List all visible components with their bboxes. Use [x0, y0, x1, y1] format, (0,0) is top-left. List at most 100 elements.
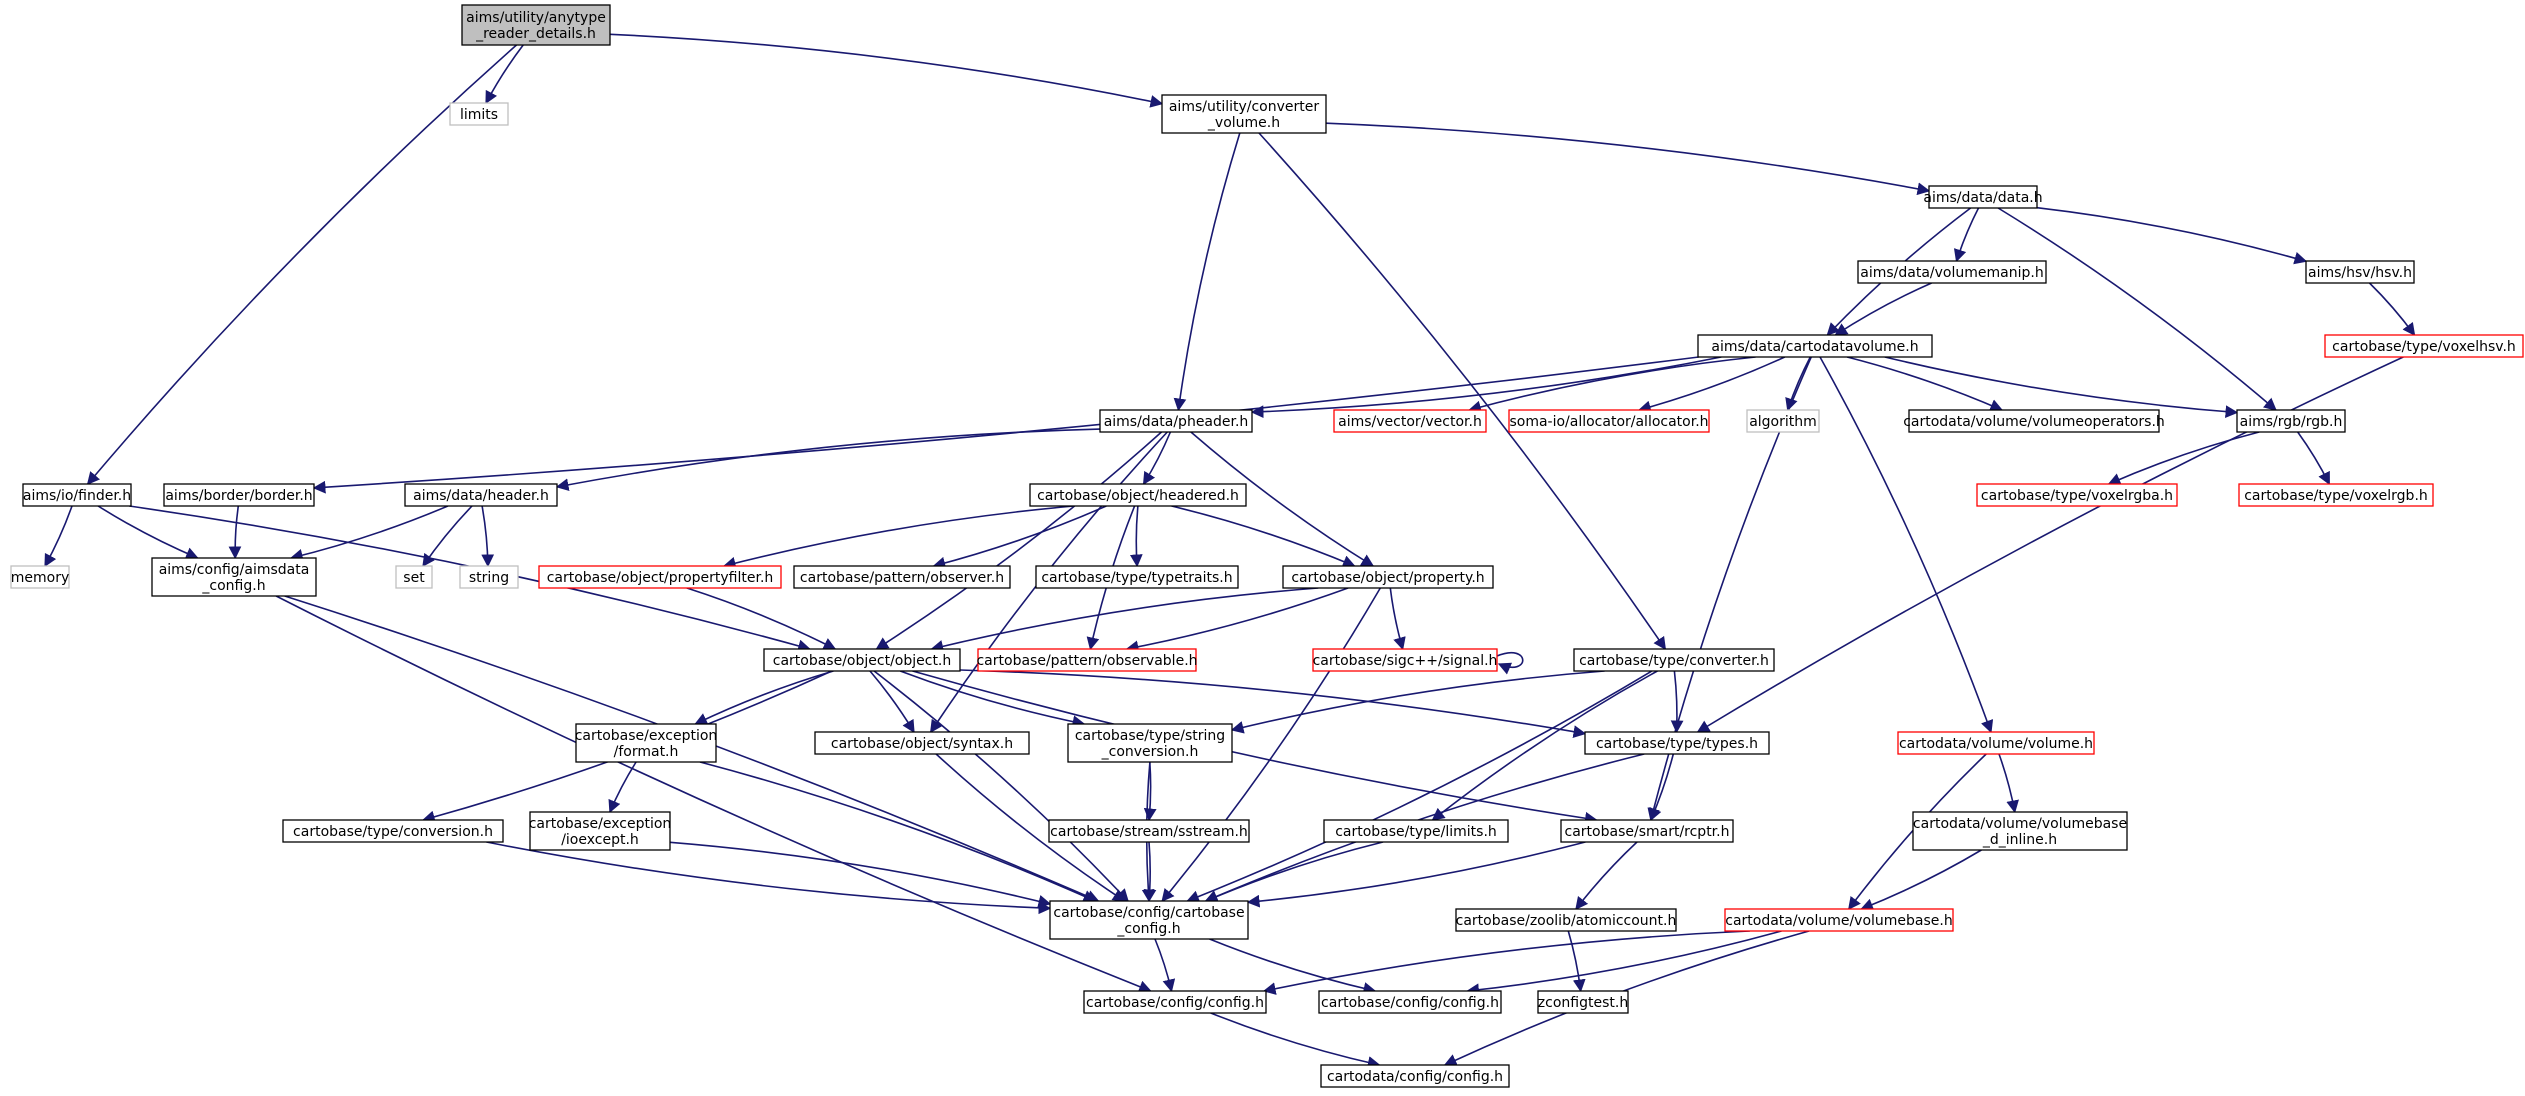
node-label-volbase_inline-line-1: _d_inline.h [1982, 832, 2057, 848]
node-box-tlimits [1323, 819, 1509, 843]
node-propfilter[interactable]: cartobase/object/propertyfilter.h [538, 565, 782, 589]
node-box-ioexcept [529, 811, 671, 851]
node-label-finder-line-0: aims/io/finder.h [23, 488, 131, 504]
node-pheader[interactable]: aims/data/pheader.h [1099, 409, 1253, 433]
node-box-headered [1029, 483, 1247, 507]
node-label-excformat-line-0: cartobase/exception [575, 728, 718, 744]
node-box-typetraits [1035, 565, 1239, 589]
node-cd_config[interactable]: cartodata/config/config.h [1320, 1064, 1510, 1088]
node-typetraits[interactable]: cartobase/type/typetraits.h [1035, 565, 1239, 589]
edge-volume-to-volbase_inline [1998, 753, 2019, 814]
edge-atomic-to-zconfig [1567, 930, 1586, 993]
node-property[interactable]: cartobase/object/property.h [1282, 565, 1494, 589]
edge-excformat-to-cb_config [699, 761, 1097, 903]
node-vector[interactable]: aims/vector/vector.h [1333, 409, 1487, 433]
node-syntax[interactable]: cartobase/object/syntax.h [814, 731, 1030, 755]
node-volbase_inline[interactable]: cartodata/volume/volumebase_d_inline.h [1912, 811, 2128, 851]
node-excformat[interactable]: cartobase/exception/format.h [575, 723, 718, 763]
node-signal[interactable]: cartobase/sigc++/signal.h [1312, 648, 1498, 672]
edge-rgb-to-voxelrgb [2297, 431, 2331, 486]
node-header[interactable]: aims/data/header.h [404, 483, 558, 507]
node-ioexcept[interactable]: cartobase/exception/ioexcept.h [529, 811, 672, 851]
edge-cdvol-to-rgb [1884, 356, 2239, 418]
node-types[interactable]: cartobase/type/types.h [1584, 731, 1770, 755]
node-voxelrgba[interactable]: cartobase/type/voxelrgba.h [1976, 483, 2178, 507]
edge-property-to-signal [1389, 587, 1406, 651]
node-cb_config[interactable]: cartobase/config/cartobase_config.h [1049, 900, 1249, 940]
node-set[interactable]: set [395, 565, 433, 589]
node-rcptr[interactable]: cartobase/smart/rcptr.h [1560, 819, 1734, 843]
node-label-config1-line-0: cartobase/config/config.h [1086, 995, 1264, 1011]
node-finder[interactable]: aims/io/finder.h [22, 483, 132, 507]
node-headered[interactable]: cartobase/object/headered.h [1029, 483, 1247, 507]
node-label-atomic-line-0: cartobase/zoolib/atomiccount.h [1456, 913, 1677, 929]
node-config1[interactable]: cartobase/config/config.h [1083, 990, 1267, 1014]
node-label-algorithm-line-0: algorithm [1749, 414, 1817, 430]
node-volbase[interactable]: cartodata/volume/volumebase.h [1724, 908, 1954, 932]
node-label-ioexcept-line-0: cartobase/exception [529, 816, 672, 832]
edge-volbase_inline-to-volbase [1860, 849, 1982, 911]
node-voxelhsv[interactable]: cartobase/type/voxelhsv.h [2324, 334, 2524, 358]
edge-border-to-aimsdata_cfg [228, 505, 242, 560]
node-observable[interactable]: cartobase/pattern/observable.h [976, 648, 1198, 672]
node-label-string-line-0: string [469, 570, 509, 586]
edge-rgb-to-voxelrgba [2107, 431, 2260, 486]
edge-pheader-to-property [1190, 431, 1375, 567]
node-label-root-line-1: _reader_details.h [475, 26, 596, 42]
node-box-rcptr [1560, 819, 1734, 843]
edge-object-to-strconv [899, 670, 1086, 728]
node-box-memory [10, 565, 70, 589]
node-label-propfilter-line-0: cartobase/object/propertyfilter.h [547, 570, 774, 586]
node-root[interactable]: aims/utility/anytype_reader_details.h [461, 4, 611, 46]
node-box-pheader [1099, 409, 1253, 433]
node-label-volbase-line-0: cartodata/volume/volumebase.h [1725, 913, 1952, 929]
node-object[interactable]: cartobase/object/object.h [763, 648, 961, 672]
node-box-object [763, 648, 961, 672]
edge-volbase-to-config1 [1262, 930, 1750, 995]
edge-property-to-observable [1125, 587, 1349, 654]
edge-types-to-rcptr [1649, 753, 1675, 822]
node-box-header [404, 483, 558, 507]
node-label-headered-line-0: cartobase/object/headered.h [1037, 488, 1239, 504]
node-converter[interactable]: cartobase/type/converter.h [1573, 648, 1775, 672]
node-aimsdata_cfg[interactable]: aims/config/aimsdata_config.h [151, 557, 317, 597]
node-rgb[interactable]: aims/rgb/rgb.h [2236, 409, 2346, 433]
node-atomic[interactable]: cartobase/zoolib/atomiccount.h [1455, 908, 1677, 932]
node-limits[interactable]: limits [449, 102, 509, 126]
node-allocator[interactable]: soma-io/allocator/allocator.h [1508, 409, 1710, 433]
edge-header-to-string [481, 505, 495, 568]
edge-headered-to-observer [932, 505, 1107, 570]
node-data[interactable]: aims/data/data.h [1923, 185, 2043, 209]
node-volume[interactable]: cartodata/volume/volume.h [1897, 731, 2095, 755]
edge-property-to-object [930, 587, 1319, 653]
node-label-cb_config-line-0: cartobase/config/cartobase [1053, 905, 1244, 921]
node-algorithm[interactable]: algorithm [1746, 409, 1820, 433]
node-observer[interactable]: cartobase/pattern/observer.h [793, 565, 1011, 589]
node-strconv[interactable]: cartobase/type/string_conversion.h [1067, 723, 1233, 763]
node-box-property [1282, 565, 1494, 589]
node-tlimits[interactable]: cartobase/type/limits.h [1323, 819, 1509, 843]
node-conv_vol[interactable]: aims/utility/converter_volume.h [1161, 94, 1327, 134]
node-box-volmanip [1857, 260, 2047, 284]
node-hsv[interactable]: aims/hsv/hsv.h [2305, 260, 2415, 284]
node-cdvol[interactable]: aims/data/cartodatavolume.h [1697, 334, 1933, 358]
node-box-hsv [2305, 260, 2415, 284]
node-volmanip[interactable]: aims/data/volumemanip.h [1857, 260, 2047, 284]
edge-converter-to-types [1670, 670, 1684, 734]
node-label-root-line-0: aims/utility/anytype [466, 10, 606, 26]
node-box-strconv [1067, 723, 1233, 763]
node-config2[interactable]: cartobase/config/config.h [1318, 990, 1502, 1014]
node-volops[interactable]: cartodata/volume/volumeoperators.h [1903, 409, 2165, 433]
node-zconfig[interactable]: zconfigtest.h [1537, 990, 1629, 1014]
node-conversion[interactable]: cartobase/type/conversion.h [282, 819, 504, 843]
edge-conv_vol-to-pheader [1173, 132, 1241, 412]
node-sstream[interactable]: cartobase/stream/sstream.h [1048, 819, 1250, 843]
node-box-cdvol [1697, 334, 1933, 358]
edge-header-to-set [422, 505, 473, 568]
node-string[interactable]: string [459, 565, 519, 589]
node-voxelrgb[interactable]: cartobase/type/voxelrgb.h [2238, 483, 2434, 507]
node-box-sstream [1048, 819, 1250, 843]
node-border[interactable]: aims/border/border.h [163, 483, 315, 507]
edge-pheader-to-object [875, 431, 1163, 650]
node-memory[interactable]: memory [10, 565, 70, 589]
